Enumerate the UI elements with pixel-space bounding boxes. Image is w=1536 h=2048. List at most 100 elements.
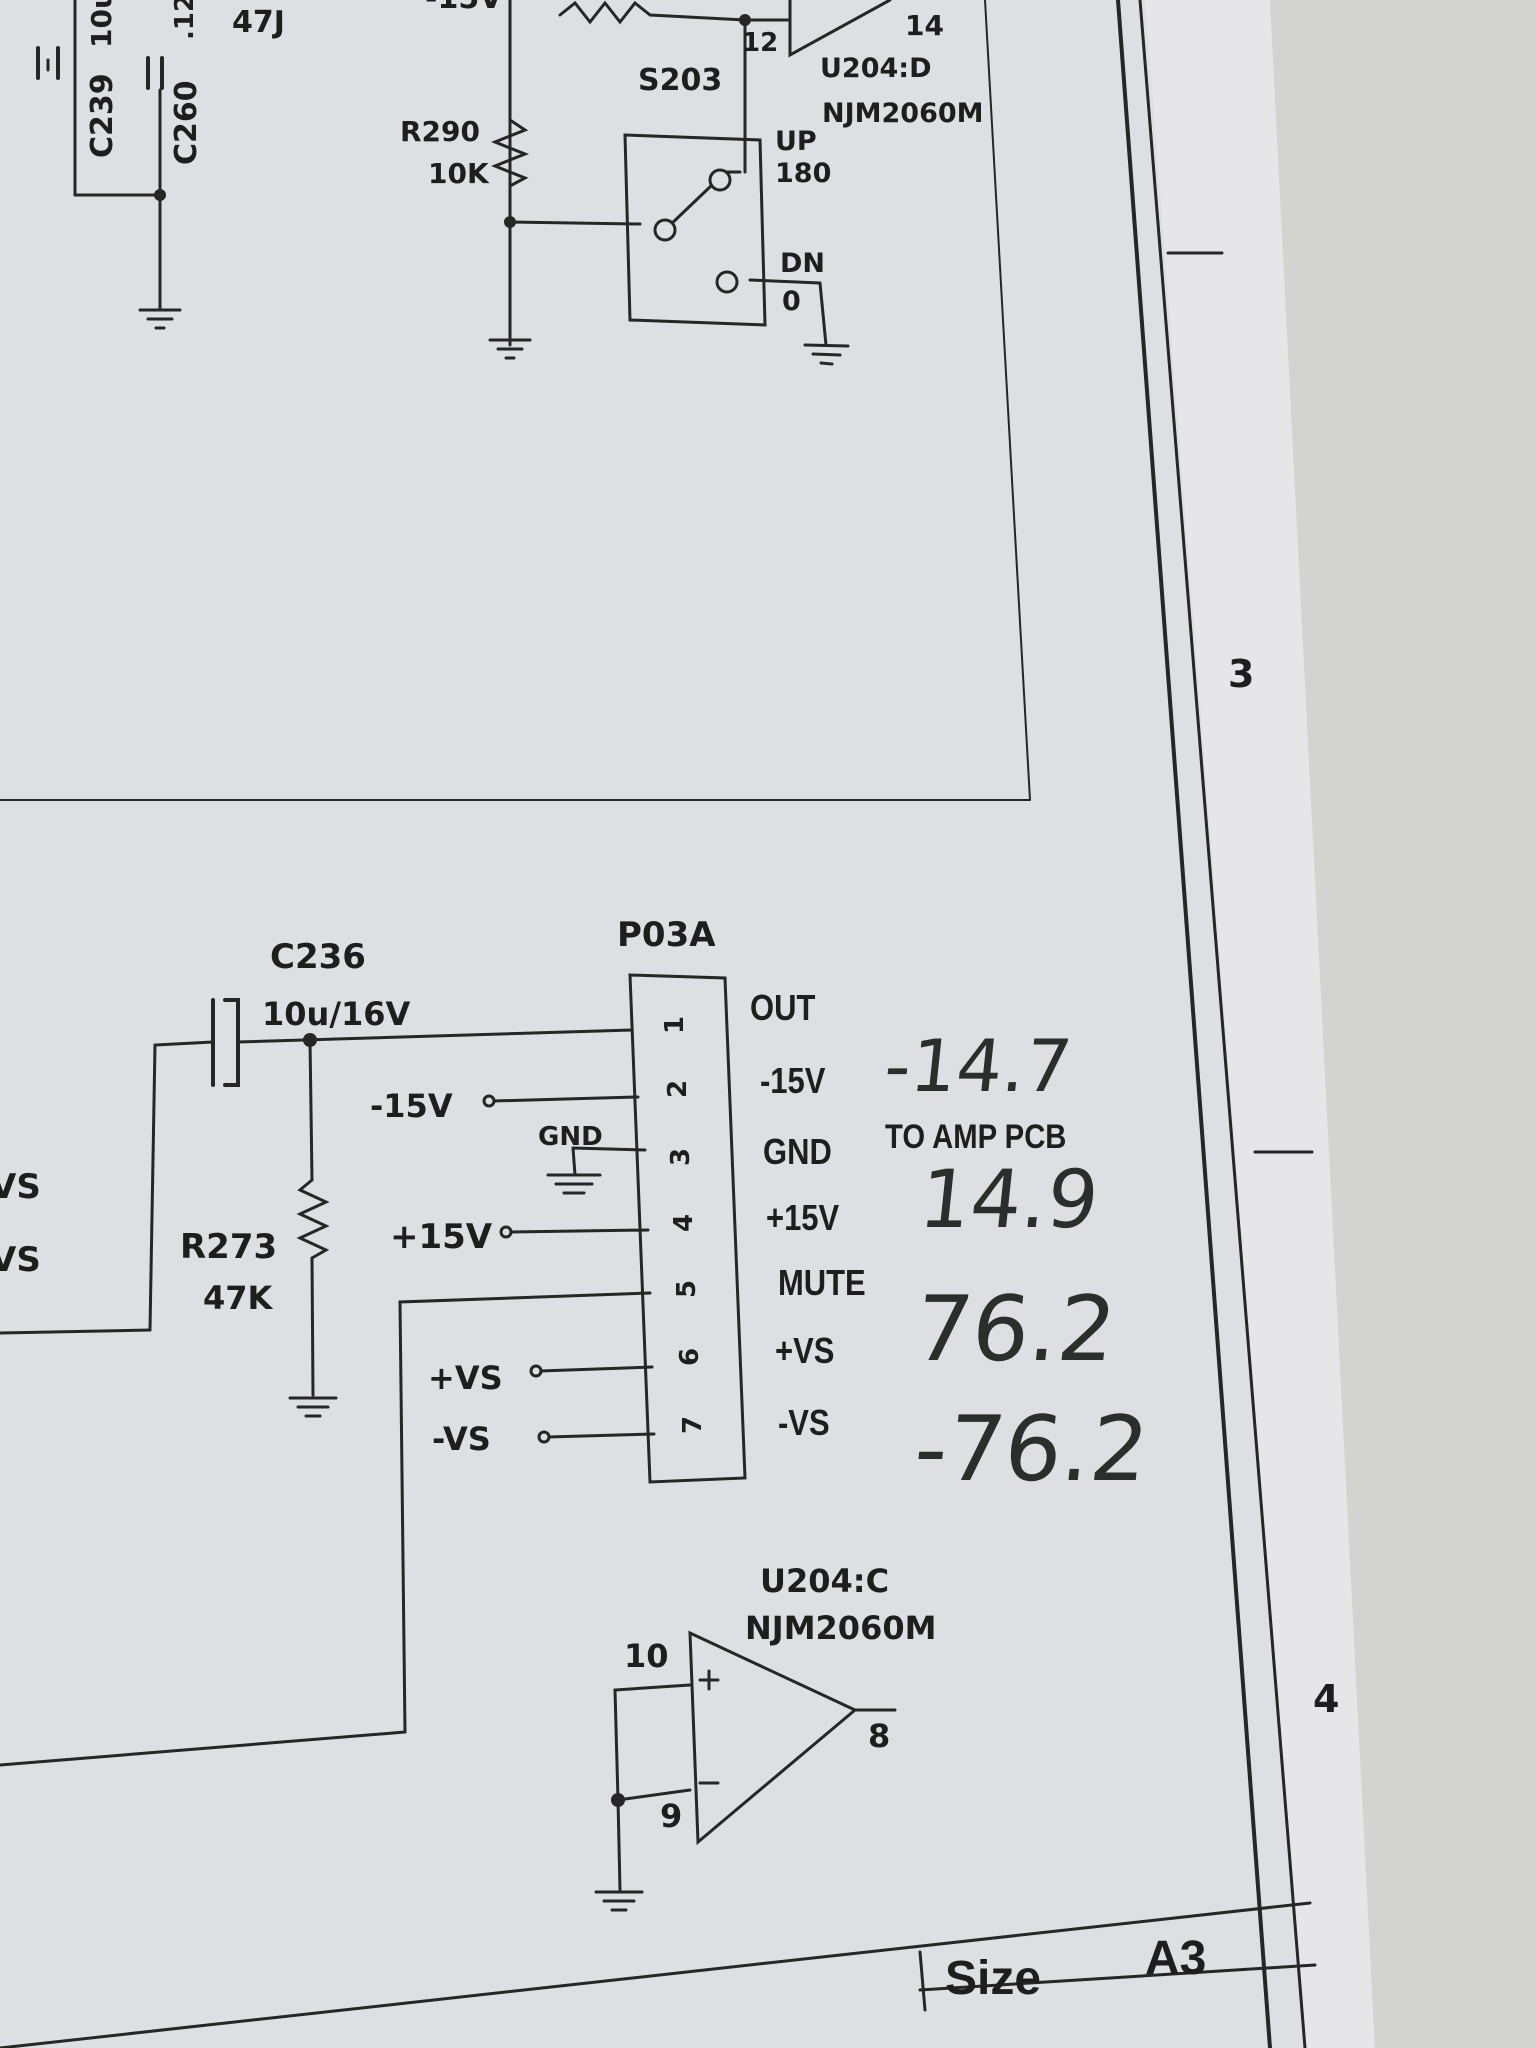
wire <box>616 1798 622 1892</box>
c236-label: C236 <box>270 937 366 977</box>
junction-dot <box>739 14 751 26</box>
title-block-line-2 <box>918 1963 1317 1992</box>
r273-resistor <box>296 1178 330 1260</box>
c239-value: 10u <box>85 0 118 48</box>
opamp-d-pin-plus: 12 <box>742 28 779 58</box>
wire <box>308 1038 314 1182</box>
ground-bar <box>811 352 842 357</box>
paper-front <box>0 0 1305 2048</box>
ground-bar <box>819 361 834 366</box>
c236-value: 10u/16V <box>262 995 411 1033</box>
net-terminal <box>482 1094 496 1108</box>
pin-number: 4 <box>669 1213 699 1233</box>
pin-number: 2 <box>663 1079 693 1099</box>
r290-label: R290 <box>400 115 481 148</box>
opamp-c-pin-out: 8 <box>868 1717 891 1755</box>
switch-dn-terminal <box>715 270 739 294</box>
resistor-top <box>558 0 652 25</box>
to-amp-pcb-note: TO AMP PCB <box>885 1118 1067 1156</box>
p03a-label: P03A <box>617 915 716 955</box>
junction-dot <box>154 189 166 201</box>
neg-vs-net-label: -VS <box>432 1420 491 1458</box>
signal-pos15-label: +15V <box>766 1197 840 1238</box>
pin-number: 3 <box>666 1147 696 1167</box>
measured-neg15: -14.7 <box>880 1024 1076 1108</box>
junction-dot <box>611 1793 625 1807</box>
s203-switch-box <box>623 133 767 327</box>
wire <box>571 1146 577 1177</box>
opamp-c-body <box>688 1630 858 1846</box>
c260-value: .12X <box>170 0 200 40</box>
switch-up-value: 180 <box>775 158 832 189</box>
signal-mute-label: MUTE <box>778 1262 866 1303</box>
signal-neg-vs-label: -VS <box>778 1402 830 1443</box>
junction-dot <box>504 216 516 228</box>
opamp-c-part: NJM2060M <box>745 1609 937 1647</box>
zone-number-4: 4 <box>1313 1677 1340 1721</box>
switch-up-label: UP <box>775 126 817 157</box>
block-boundary-right <box>984 0 1031 801</box>
ground-bar <box>803 343 850 348</box>
wire <box>508 220 642 226</box>
s203-label: S203 <box>638 63 723 98</box>
switch-common-terminal <box>653 218 677 242</box>
signal-neg15-label: -15V <box>760 1060 826 1101</box>
r273-label: R273 <box>180 1227 278 1267</box>
opamp-c-pin-minus: 9 <box>660 1797 683 1835</box>
pos-vs-net-label: +VS <box>428 1359 503 1397</box>
switch-dn-label: DN <box>780 248 826 279</box>
net-terminal <box>499 1225 513 1239</box>
frame-outer-line <box>1138 0 1307 2048</box>
measured-neg-vs: -76.2 <box>909 1397 1154 1502</box>
neg-supply-label: -15V <box>425 0 502 14</box>
wire-pin3 <box>571 1146 647 1152</box>
wire-pin7 <box>546 1432 656 1439</box>
wire <box>648 13 747 22</box>
switch-dn-value: 0 <box>782 286 801 317</box>
opamp-d-part: NJM2060M <box>822 98 984 129</box>
c260-label: C260 <box>169 80 204 165</box>
wire-pin5 <box>0 1291 652 1767</box>
opamp-c-ref: U204:C <box>760 1562 890 1600</box>
title-block-line-1 <box>0 1901 1312 2048</box>
junction-dot <box>303 1033 317 1047</box>
measured-pos-vs: 76.2 <box>909 1277 1121 1382</box>
zone-number-3: 3 <box>1228 652 1255 696</box>
edge-vs-label-1: VS <box>0 1167 41 1207</box>
r290-value: 10K <box>428 157 489 190</box>
gnd-net-label: GND <box>538 1122 603 1152</box>
title-size-value: A3 <box>1145 1932 1207 1985</box>
neg15-net-label: -15V <box>370 1087 453 1125</box>
signal-out-label: OUT <box>750 987 816 1028</box>
pin-number: 1 <box>660 1015 690 1035</box>
title-size-label: Size <box>945 1952 1042 2005</box>
wire <box>0 1328 152 1335</box>
switch-up-terminal <box>708 168 732 192</box>
pin-number: 6 <box>675 1347 705 1367</box>
opamp-d-pin-out: 14 <box>905 9 944 42</box>
measured-pos15: 14.9 <box>915 1153 1104 1246</box>
table-surface <box>1270 0 1536 2048</box>
edge-vs-label-2: VS <box>0 1240 41 1280</box>
c239-label: C239 <box>85 73 120 158</box>
title-block-divider <box>918 1950 927 2012</box>
opamp-d-ref: U204:D <box>820 53 932 84</box>
wire <box>613 1683 692 1802</box>
signal-pos-vs-label: +VS <box>775 1330 835 1371</box>
wire <box>148 1040 215 1332</box>
signal-gnd-label: GND <box>763 1131 832 1172</box>
pin-number: 7 <box>678 1415 708 1435</box>
wire-pin2 <box>491 1095 640 1103</box>
wire-pin4 <box>508 1228 650 1234</box>
r290-resistor <box>490 118 530 188</box>
p03a-connector-body <box>628 973 747 1484</box>
wire-pin6 <box>538 1365 654 1373</box>
pos15-net-label: +15V <box>390 1217 493 1257</box>
pin-number: 5 <box>672 1279 702 1299</box>
partial-value-label: 47J <box>232 5 285 40</box>
net-terminal <box>537 1430 551 1444</box>
wire <box>748 278 822 285</box>
wire <box>818 281 828 347</box>
